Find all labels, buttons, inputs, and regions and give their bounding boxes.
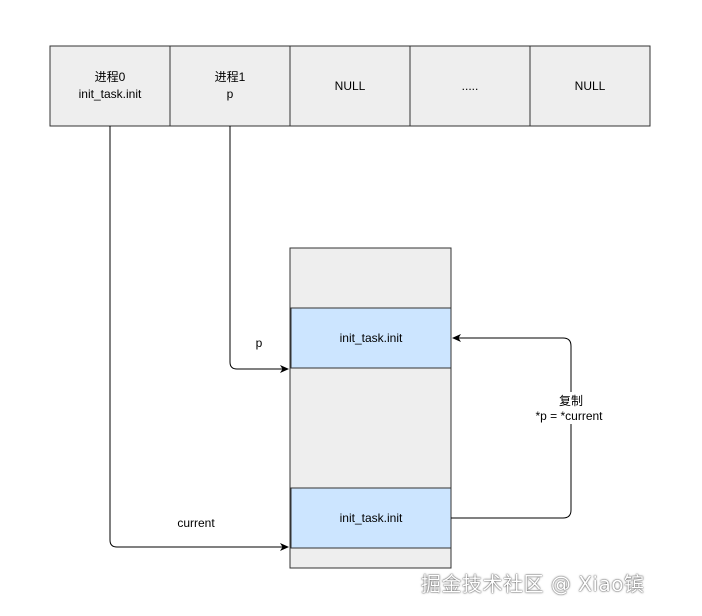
memory-block-upper-label: init_task.init xyxy=(340,331,403,345)
edge-current-label: current xyxy=(177,516,215,530)
task-cell-0-line-0: 进程0 xyxy=(95,69,126,84)
memory-region: init_task.init init_task.init xyxy=(289,247,452,569)
memory-block-lower xyxy=(290,487,452,549)
edge-copy-arrow xyxy=(451,334,572,519)
task-cell-2-line-0: NULL xyxy=(335,79,366,93)
task-cell-4 xyxy=(529,45,651,127)
edge-copy-label-line-1: 复制 xyxy=(559,394,583,408)
task-cell-1-line-0: 进程1 xyxy=(215,69,246,84)
task-cell-4-line-0: NULL xyxy=(575,79,606,93)
edge-copy-label-line-2: *p = *current xyxy=(535,409,603,423)
edge-p-label: p xyxy=(256,336,263,350)
task-cell-1 xyxy=(169,45,291,127)
task-cell-3 xyxy=(409,45,531,127)
task-cell-2 xyxy=(289,45,411,127)
task-cell-3-line-0: ..... xyxy=(462,79,479,93)
edge-copy-label-bg xyxy=(528,392,614,424)
edges: p current 复制 *p = *current xyxy=(109,126,614,551)
memory-block-upper xyxy=(290,307,452,369)
task-array: 进程0 init_task.init 进程1 p NULL ..... NULL xyxy=(49,45,651,127)
task-cell-0-line-1: init_task.init xyxy=(79,87,142,101)
task-cell-1-line-1: p xyxy=(227,87,234,101)
memory-block-lower-label: init_task.init xyxy=(340,511,403,525)
edge-p-arrow xyxy=(229,126,289,373)
task-cell-0 xyxy=(49,45,171,127)
edge-current-arrow xyxy=(109,126,289,551)
watermark: 掘金技术社区 @ Xiao镔 xyxy=(421,572,645,596)
